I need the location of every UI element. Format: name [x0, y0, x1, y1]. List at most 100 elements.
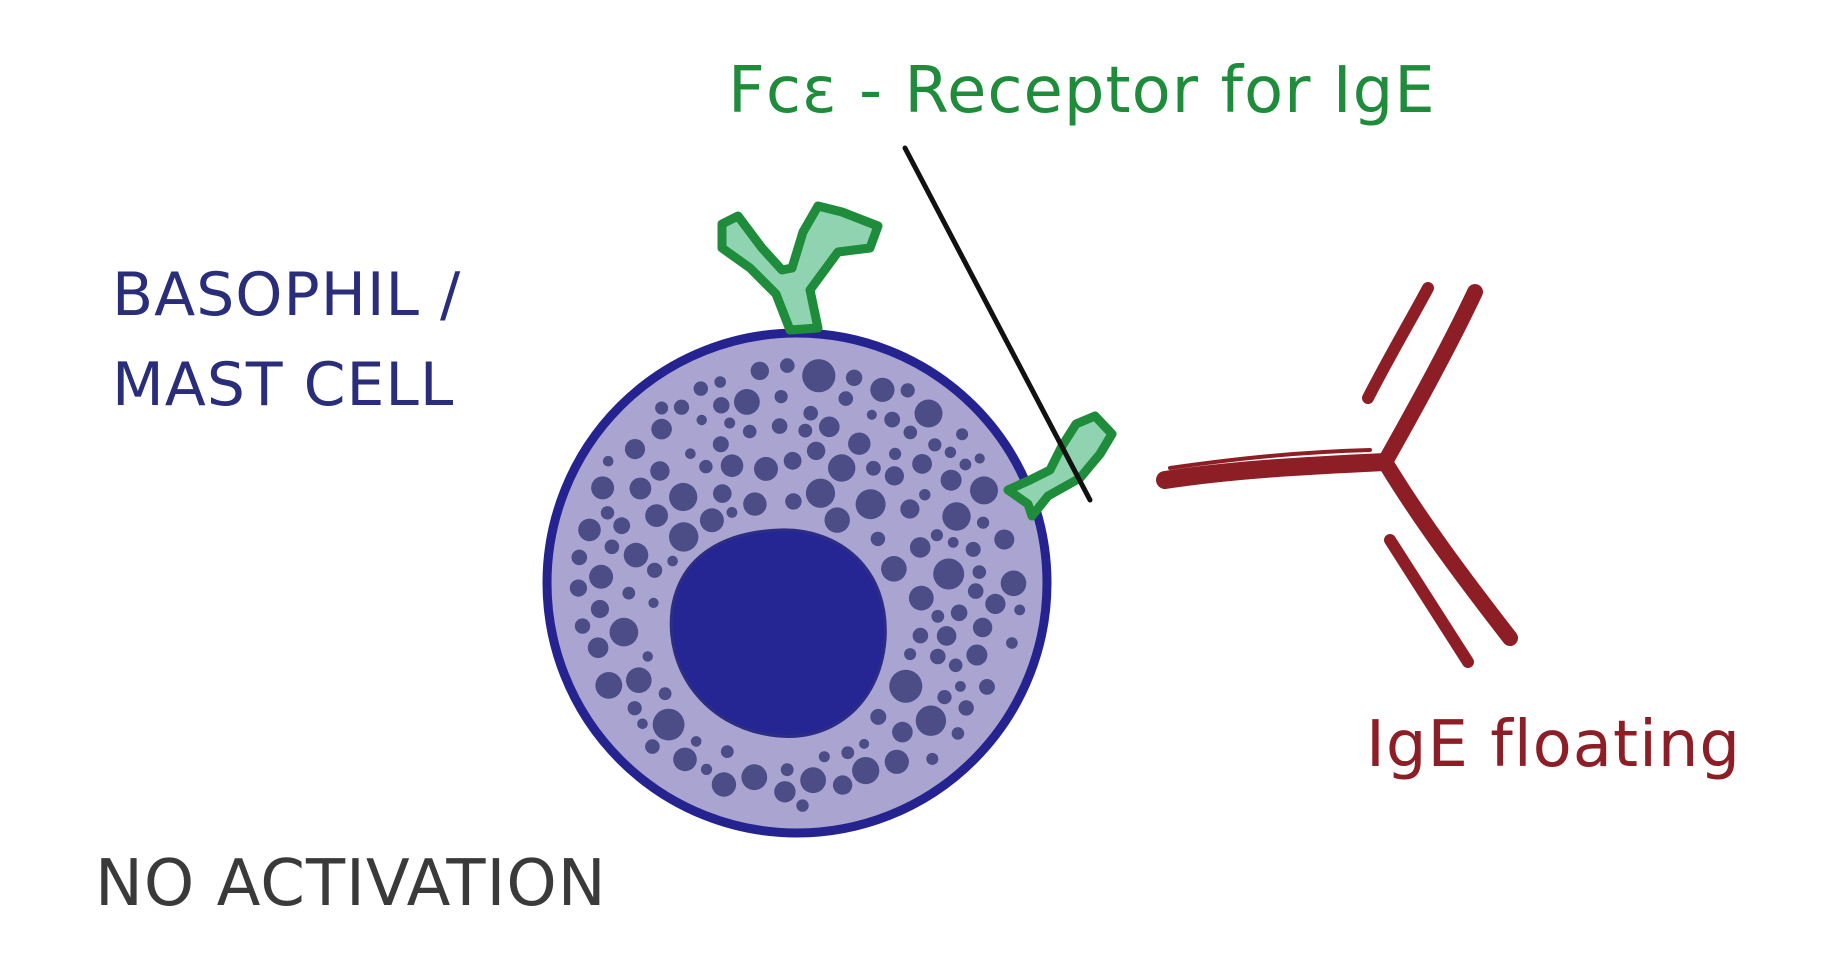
receptor-label: Fcε - Receptor for IgE: [728, 54, 1436, 128]
granule: [711, 772, 737, 797]
granule: [720, 745, 734, 758]
granule: [930, 648, 946, 665]
granule: [838, 391, 854, 406]
granule: [591, 476, 615, 500]
granule: [947, 537, 959, 548]
granule: [574, 618, 591, 634]
granule: [647, 562, 663, 578]
granule: [903, 425, 918, 440]
granule: [884, 466, 905, 486]
granule: [956, 428, 969, 441]
granule: [622, 586, 636, 600]
granule: [589, 564, 614, 589]
granule: [658, 687, 672, 701]
granule: [900, 383, 915, 398]
granule: [942, 502, 971, 531]
granule: [600, 506, 615, 520]
granule: [774, 781, 796, 803]
granule: [652, 708, 685, 741]
granule: [713, 397, 730, 414]
granule: [881, 556, 907, 582]
granule: [642, 651, 653, 662]
granule: [669, 522, 699, 552]
granule: [930, 529, 944, 542]
granule: [750, 361, 769, 381]
granule: [959, 458, 972, 471]
granule: [940, 469, 962, 491]
granule: [915, 705, 947, 736]
granule: [724, 417, 736, 429]
granule: [627, 701, 642, 716]
ige-lower-arm-outer: [1377, 454, 1518, 646]
granule: [650, 461, 670, 481]
granule: [900, 499, 920, 519]
granule: [937, 690, 952, 705]
granule: [859, 738, 870, 749]
basophil-cell: [542, 328, 1052, 838]
granule: [926, 752, 939, 765]
granule: [852, 757, 880, 785]
granule: [798, 423, 813, 438]
granule: [742, 424, 757, 439]
granule: [700, 763, 713, 776]
granule: [626, 667, 652, 693]
granule: [604, 539, 620, 555]
granule: [818, 751, 830, 763]
granule: [754, 456, 778, 481]
granule: [965, 541, 981, 557]
ige-lower-arm-inner: [1384, 534, 1474, 668]
granule: [743, 492, 767, 516]
granule: [914, 399, 943, 428]
granule: [948, 658, 963, 673]
ige-stem-outline: [1168, 448, 1372, 470]
fc-epsilon-receptor-side: [1003, 411, 1117, 521]
granule: [955, 681, 966, 692]
granule: [979, 679, 995, 695]
granule: [889, 669, 923, 703]
granule: [595, 672, 623, 699]
granule: [870, 531, 886, 547]
granule: [970, 476, 998, 505]
granule: [933, 558, 965, 590]
granule: [824, 507, 850, 533]
granule: [624, 439, 646, 460]
granule: [637, 718, 648, 730]
granule: [912, 454, 932, 474]
granule: [602, 455, 614, 467]
granule: [780, 358, 795, 373]
granule: [928, 438, 942, 452]
ige-antibody: [1156, 282, 1518, 668]
granule: [951, 727, 965, 740]
granule: [693, 381, 708, 396]
granule: [587, 637, 609, 658]
granule: [696, 414, 707, 426]
cell-label-line1: BASOPHIL /: [112, 260, 461, 330]
granule: [673, 399, 690, 415]
granule: [714, 376, 726, 388]
granule: [931, 609, 945, 623]
granule: [889, 447, 902, 460]
granule: [828, 454, 856, 482]
granule: [966, 644, 988, 666]
granule: [590, 599, 610, 619]
granule: [699, 459, 713, 474]
granule: [690, 736, 702, 747]
cell-label-line2: MAST CELL: [112, 350, 454, 420]
granule: [845, 369, 863, 386]
granule: [974, 453, 985, 464]
granule: [848, 432, 871, 455]
granule: [832, 775, 853, 795]
granule: [912, 627, 929, 644]
granule: [734, 389, 760, 415]
granule: [673, 747, 697, 772]
granule: [805, 478, 836, 508]
granule: [655, 401, 669, 415]
granule: [908, 585, 934, 611]
granule: [726, 507, 738, 518]
granule: [870, 377, 895, 402]
granule: [904, 648, 917, 661]
ige-upper-arm-inner: [1362, 282, 1434, 404]
granule: [771, 418, 788, 434]
granule: [866, 409, 877, 420]
